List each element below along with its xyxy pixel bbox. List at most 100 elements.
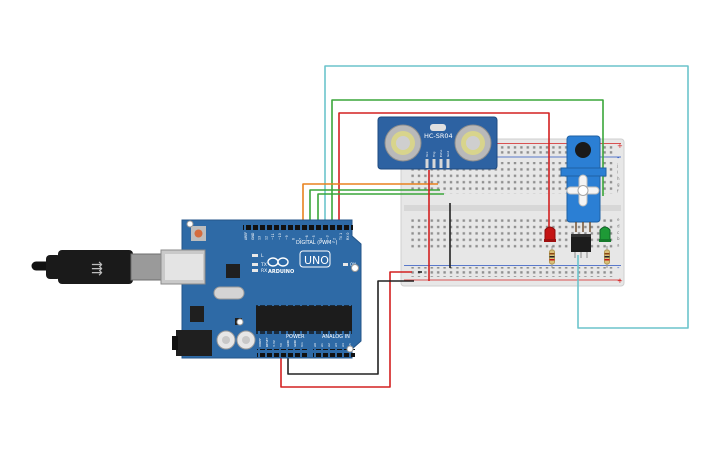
row-letter: g [617, 182, 620, 187]
row-letter: h [617, 176, 620, 181]
usb-plug-body [58, 250, 133, 284]
servo-horn [566, 174, 600, 207]
row-letter: a [617, 243, 620, 248]
power-pin-label: 3.3V [272, 339, 276, 347]
voltage-regulator [190, 306, 204, 322]
capacitor-2-top [242, 336, 250, 344]
digital-pin-label: 12 [264, 236, 268, 240]
transistor-body [571, 236, 591, 252]
rail-minus-sign-top: - [617, 154, 620, 162]
sensor-pin [446, 159, 450, 168]
sensor-pin [439, 159, 443, 168]
sensor-center-right [466, 136, 480, 150]
digital-pin-label: ~10 [278, 233, 282, 240]
arduino-brand: ARDUINO [268, 269, 294, 275]
row-letter: d [617, 223, 620, 228]
sensor-pin-label: Echo [439, 150, 443, 157]
center-channel [404, 205, 621, 211]
l-led-label: L [261, 253, 264, 259]
row-letter: e [617, 217, 620, 222]
usb-strain-relief [46, 255, 61, 279]
reset-button-cap[interactable] [194, 229, 203, 238]
row-letter: j [616, 163, 618, 168]
capacitor-1-top [222, 336, 230, 344]
wire-black-gnd [287, 280, 414, 375]
atmega-pins-bottom [256, 331, 352, 334]
wires [280, 65, 689, 388]
digital-pin-label: GND [251, 232, 255, 240]
digital-pin-label: RX 0 [346, 233, 350, 240]
digital-pin-label: ~11 [271, 233, 275, 240]
analog-pin-label: A0 [313, 343, 317, 347]
sensor-pin-label: Vcc [425, 151, 429, 157]
power-pin-label: 5V [279, 342, 283, 347]
arduino-usb-port-inner [165, 254, 203, 280]
l-led [252, 254, 258, 257]
power-header-label: POWER [286, 334, 305, 340]
tx-led [252, 263, 258, 266]
mount-hole-4 [346, 345, 354, 353]
sensor-center-left [396, 136, 410, 150]
analog-pin-label: A5 [348, 343, 352, 347]
digital-pin-label: 8 [292, 238, 296, 240]
row-letter: b [617, 236, 620, 241]
mount-hole-3 [236, 318, 244, 326]
servo-leads [575, 222, 591, 232]
digital-header [243, 223, 353, 231]
led-green [599, 226, 611, 242]
row-letter: f [617, 189, 619, 194]
rx-led-label: RX [261, 268, 267, 274]
rail-bottom-holes [410, 267, 615, 277]
digital-pin-label: ~9 [285, 235, 289, 240]
arduino-power-jack [176, 330, 212, 356]
transistor [571, 234, 591, 258]
usb-connector-metal [130, 253, 162, 281]
resistor-green-led [604, 246, 610, 268]
power-pin-label: Vin [300, 342, 304, 347]
mount-hole-1 [186, 220, 194, 228]
atmega-pins-top [256, 303, 352, 306]
row-letter: i [617, 169, 618, 174]
transistor-tab [571, 234, 591, 237]
digital-pin-label: 7 [298, 238, 302, 240]
analog-pin-label: A2 [327, 343, 331, 347]
wire-cyan [324, 65, 689, 329]
sensor-label: HC-SR04 [424, 132, 453, 140]
rail-top-holes [410, 145, 615, 155]
sensor-pin-label: Gnd [446, 151, 450, 157]
resistor-red-led [549, 246, 555, 268]
usb-interface-chip [226, 264, 240, 278]
analog-pin-label: A4 [341, 343, 345, 347]
digital-pin-label: 4 [319, 238, 323, 240]
sensor-pin [425, 159, 429, 168]
power-pin-label: RESET [265, 337, 269, 347]
rail-minus-sign-bottom: - [617, 264, 620, 272]
analog-header-label: ANALOG IN [322, 334, 350, 340]
power-pin-label: IOREF [258, 338, 262, 347]
crystal-oscillator [213, 286, 245, 300]
usb-icon: ⇶ [91, 261, 103, 277]
transistor-legs [574, 252, 588, 258]
analog-header [313, 349, 355, 357]
rail-plus-sign-bottom: + [617, 277, 623, 285]
digital-header-label: DIGITAL (PWM~) [296, 240, 338, 246]
digital-pin-label: ~3 [326, 235, 330, 240]
uno-badge [299, 250, 331, 268]
digital-pin-label: TX 1 [339, 233, 343, 241]
wire-green-sensor [309, 189, 440, 226]
sensor-crystal [430, 124, 446, 131]
power-header [257, 349, 307, 357]
rx-led [252, 269, 258, 272]
arduino-logo [267, 257, 289, 267]
rail-plus-sign-top: + [617, 142, 623, 150]
atmega-chip [256, 306, 352, 331]
digital-pin-label: ~5 [312, 235, 316, 240]
analog-pin-label: A1 [320, 343, 324, 347]
analog-pin-label: A3 [334, 343, 338, 347]
